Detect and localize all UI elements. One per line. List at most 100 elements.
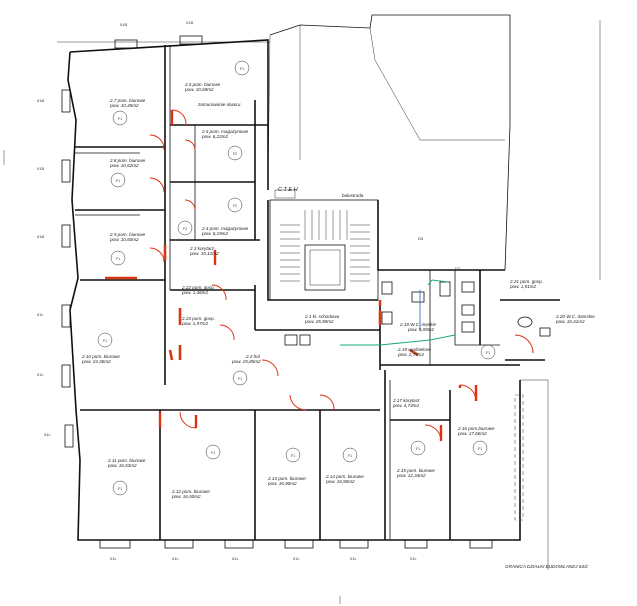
sanitary-fixtures: [284, 279, 551, 346]
svg-text:2.9 pom. biurowe: 2.9 pom. biurowe: [109, 232, 146, 237]
tag-16: F1: [480, 344, 496, 360]
finish-tags: F1 F1 F2 F1 F2 F2 F1 F1 F1 F1 F1 F1 F1 F…: [97, 60, 496, 496]
svg-text:F1: F1: [103, 339, 107, 343]
svg-text:2.15 pom. biurowe: 2.15 pom. biurowe: [396, 468, 435, 473]
svg-text:2.1 kl. schodowa: 2.1 kl. schodowa: [304, 314, 340, 319]
tag-12: F1: [285, 447, 301, 463]
plan-notes: zamurowanie otworu balustrada C T E H GR…: [197, 102, 588, 569]
svg-text:01B: 01B: [186, 20, 193, 25]
svg-text:pow. 6,19m2: pow. 6,19m2: [201, 231, 228, 236]
svg-text:pow. 5,09m2: pow. 5,09m2: [407, 327, 434, 332]
svg-text:pow. 24,36m2: pow. 24,36m2: [81, 359, 111, 364]
svg-text:F1: F1: [291, 454, 295, 458]
tag-13: F1: [342, 447, 358, 463]
svg-text:pow. 16,53m2: pow. 16,53m2: [107, 463, 137, 468]
svg-text:pow. 17,66m2: pow. 17,66m2: [457, 431, 487, 436]
svg-text:01L: 01L: [293, 556, 300, 561]
svg-text:2.2 hol: 2.2 hol: [245, 354, 261, 359]
svg-text:F1: F1: [116, 179, 120, 183]
svg-text:F2: F2: [233, 152, 237, 156]
tag-4: F1: [110, 172, 126, 188]
svg-text:F1: F1: [348, 454, 352, 458]
svg-text:2.13 pom. biurowe: 2.13 pom. biurowe: [267, 476, 306, 481]
svg-text:D5: D5: [418, 236, 424, 241]
note-boundary: GRANICA DZIAŁKI BUDOWLANEJ 64/2: [505, 564, 588, 569]
tag-5: F2: [227, 197, 243, 213]
svg-text:01L: 01L: [232, 556, 239, 561]
site-outline: [267, 14, 601, 570]
svg-text:pow. 16,90m2: pow. 16,90m2: [267, 481, 297, 486]
svg-text:pow. 10,62m2: pow. 10,62m2: [109, 163, 139, 168]
svg-text:2.22 pom. gosp.: 2.22 pom. gosp.: [181, 285, 215, 290]
tag-8: F1: [97, 332, 113, 348]
svg-text:01L: 01L: [44, 432, 51, 437]
svg-text:2.10 pom. biurowe: 2.10 pom. biurowe: [81, 354, 120, 359]
svg-text:2.16 pom.biurowe: 2.16 pom.biurowe: [457, 426, 495, 431]
svg-text:2.5 pom. magazynowe: 2.5 pom. magazynowe: [201, 129, 249, 134]
svg-text:pow. 10,12m2: pow. 10,12m2: [189, 251, 219, 256]
tag-3: F2: [227, 145, 243, 161]
svg-text:01L: 01L: [37, 372, 44, 377]
svg-text:01B: 01B: [37, 98, 44, 103]
svg-text:01L: 01L: [410, 556, 417, 561]
margin-marks: [3, 41, 341, 604]
svg-text:pow. 16,50m2: pow. 16,50m2: [171, 494, 201, 499]
svg-text:pow. 10,41m2: pow. 10,41m2: [555, 319, 585, 324]
svg-text:F1: F1: [478, 447, 482, 451]
svg-text:2.14 pom. biurowe: 2.14 pom. biurowe: [325, 474, 364, 479]
note-balustrada: balustrada: [342, 193, 364, 198]
svg-text:pow. 1,91m2: pow. 1,91m2: [509, 284, 536, 289]
tag-14: F1: [410, 440, 426, 456]
svg-text:2.4 pom. magazynowe: 2.4 pom. magazynowe: [201, 226, 249, 231]
tag-11: F1: [205, 444, 221, 460]
svg-text:2.23 pom. gosp.: 2.23 pom. gosp.: [181, 316, 215, 321]
svg-text:2.8 pom. biurowe: 2.8 pom. biurowe: [109, 158, 146, 163]
note-zamurowanie: zamurowanie otworu: [197, 102, 241, 107]
tag-7: F1: [110, 250, 126, 266]
svg-text:F1: F1: [238, 377, 242, 381]
note-stairs: C T E H: [278, 187, 298, 193]
svg-text:2.20 W.C. damskie: 2.20 W.C. damskie: [555, 314, 595, 319]
svg-text:F1: F1: [118, 487, 122, 491]
new-wall-marks: [105, 245, 419, 361]
svg-text:01L: 01L: [110, 556, 117, 561]
svg-text:F2: F2: [183, 227, 187, 231]
svg-text:F1: F1: [211, 451, 215, 455]
svg-text:01B: 01B: [37, 234, 44, 239]
svg-text:2.18 W.C. męskie: 2.18 W.C. męskie: [399, 322, 437, 327]
svg-text:F1: F1: [240, 67, 244, 71]
svg-text:pow. 4,74m2: pow. 4,74m2: [392, 403, 419, 408]
room-2-22: 2.22 pom. gosp.pow. 1,46m2: [181, 285, 215, 295]
svg-text:pow. 10,45m2: pow. 10,45m2: [109, 103, 139, 108]
windows: [61, 35, 524, 549]
axis-markers: 01B 01B 01B 01B 01B 01L 01L 01L 01L 01L …: [37, 20, 461, 561]
svg-text:2.12 pom. biurowe: 2.12 pom. biurowe: [171, 489, 210, 494]
svg-text:pow. 2,74m2: pow. 2,74m2: [397, 352, 424, 357]
tag-6: F2: [177, 220, 193, 236]
svg-text:pow. 25,85m2: pow. 25,85m2: [231, 359, 261, 364]
svg-text:F1: F1: [416, 447, 420, 451]
tag-15: F1: [472, 440, 488, 456]
tag-1: F1: [234, 60, 250, 76]
svg-text:F2: F2: [233, 204, 237, 208]
svg-text:01B: 01B: [37, 166, 44, 171]
svg-text:pow. 10,69m2: pow. 10,69m2: [184, 87, 214, 92]
svg-text:F1: F1: [118, 117, 122, 121]
doors: [149, 109, 534, 442]
tag-10: F1: [112, 480, 128, 496]
interior-walls: [75, 45, 560, 540]
